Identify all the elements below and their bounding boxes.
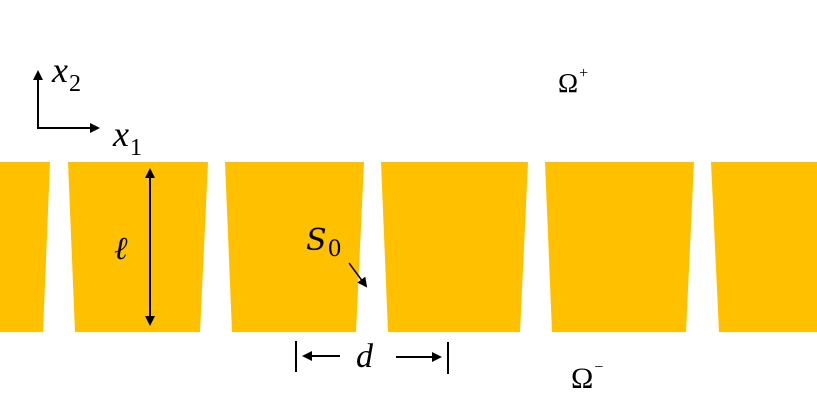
period-d-label: d xyxy=(356,338,373,375)
surface-s0-label: S0 xyxy=(306,223,342,262)
omega-plus-label: Ω+ xyxy=(558,65,589,98)
trapezoid-element xyxy=(0,162,50,332)
trapezoid-array xyxy=(0,162,817,332)
x1-axis-label: x1 xyxy=(113,114,142,161)
period-dimension-arrow-icon xyxy=(295,341,449,374)
trapezoid-element xyxy=(545,162,694,332)
trapezoid-element xyxy=(225,162,364,332)
trapezoid-element xyxy=(711,162,817,332)
omega-minus-label: Ω− xyxy=(571,359,604,395)
trapezoid-element xyxy=(381,162,528,332)
coordinate-axes-icon xyxy=(33,70,100,133)
x2-axis-label: x2 xyxy=(52,50,81,97)
length-ell-label: ℓ xyxy=(114,230,128,266)
trapezoid-element xyxy=(68,162,208,332)
s0-pointer-arrow-icon xyxy=(348,262,368,288)
